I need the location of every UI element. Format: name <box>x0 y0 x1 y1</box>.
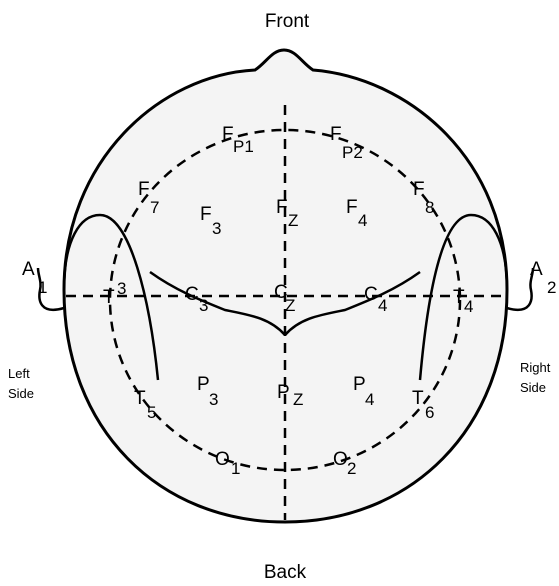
svg-text:3: 3 <box>117 279 126 298</box>
svg-text:4: 4 <box>358 211 367 230</box>
svg-text:F: F <box>346 197 358 218</box>
svg-text:1: 1 <box>231 459 240 478</box>
svg-text:Z: Z <box>288 211 298 230</box>
svg-text:P: P <box>353 374 366 395</box>
svg-text:A: A <box>22 259 35 280</box>
svg-text:Z: Z <box>285 296 295 315</box>
front-label: Front <box>265 11 310 32</box>
svg-text:4: 4 <box>365 390 374 409</box>
svg-text:A: A <box>530 259 543 280</box>
svg-text:7: 7 <box>150 198 159 217</box>
left-side-label-line1: Left <box>8 366 30 381</box>
svg-text:5: 5 <box>147 403 156 422</box>
svg-text:P1: P1 <box>233 137 254 156</box>
svg-text:T: T <box>134 388 146 409</box>
svg-text:2: 2 <box>347 459 356 478</box>
right-side-label-line2: Side <box>520 380 546 395</box>
svg-text:6: 6 <box>425 403 434 422</box>
svg-text:1: 1 <box>38 278 47 297</box>
svg-text:Z: Z <box>293 390 303 409</box>
svg-text:3: 3 <box>199 296 208 315</box>
electrode-a2: A 2 <box>530 259 556 297</box>
svg-text:P: P <box>277 382 290 403</box>
svg-text:4: 4 <box>378 296 387 315</box>
svg-text:F: F <box>413 179 425 200</box>
svg-text:C: C <box>364 284 378 305</box>
svg-text:3: 3 <box>212 219 221 238</box>
svg-text:8: 8 <box>425 198 434 217</box>
svg-text:O: O <box>333 449 348 470</box>
electrode-a1: A 1 <box>22 259 47 297</box>
svg-text:2: 2 <box>547 278 556 297</box>
svg-text:F: F <box>276 197 288 218</box>
right-side-label-line1: Right <box>520 360 551 375</box>
svg-text:4: 4 <box>464 297 473 316</box>
svg-text:F: F <box>200 204 212 225</box>
svg-text:C: C <box>185 284 199 305</box>
svg-text:3: 3 <box>209 390 218 409</box>
back-label: Back <box>264 562 307 583</box>
svg-text:F: F <box>330 124 342 145</box>
svg-text:P: P <box>197 374 210 395</box>
left-side-label-line2: Side <box>8 386 34 401</box>
svg-text:T: T <box>412 388 424 409</box>
svg-text:F: F <box>222 124 234 145</box>
svg-text:T: T <box>103 287 115 308</box>
svg-text:F: F <box>138 179 150 200</box>
svg-text:O: O <box>215 449 230 470</box>
svg-text:P2: P2 <box>342 143 363 162</box>
